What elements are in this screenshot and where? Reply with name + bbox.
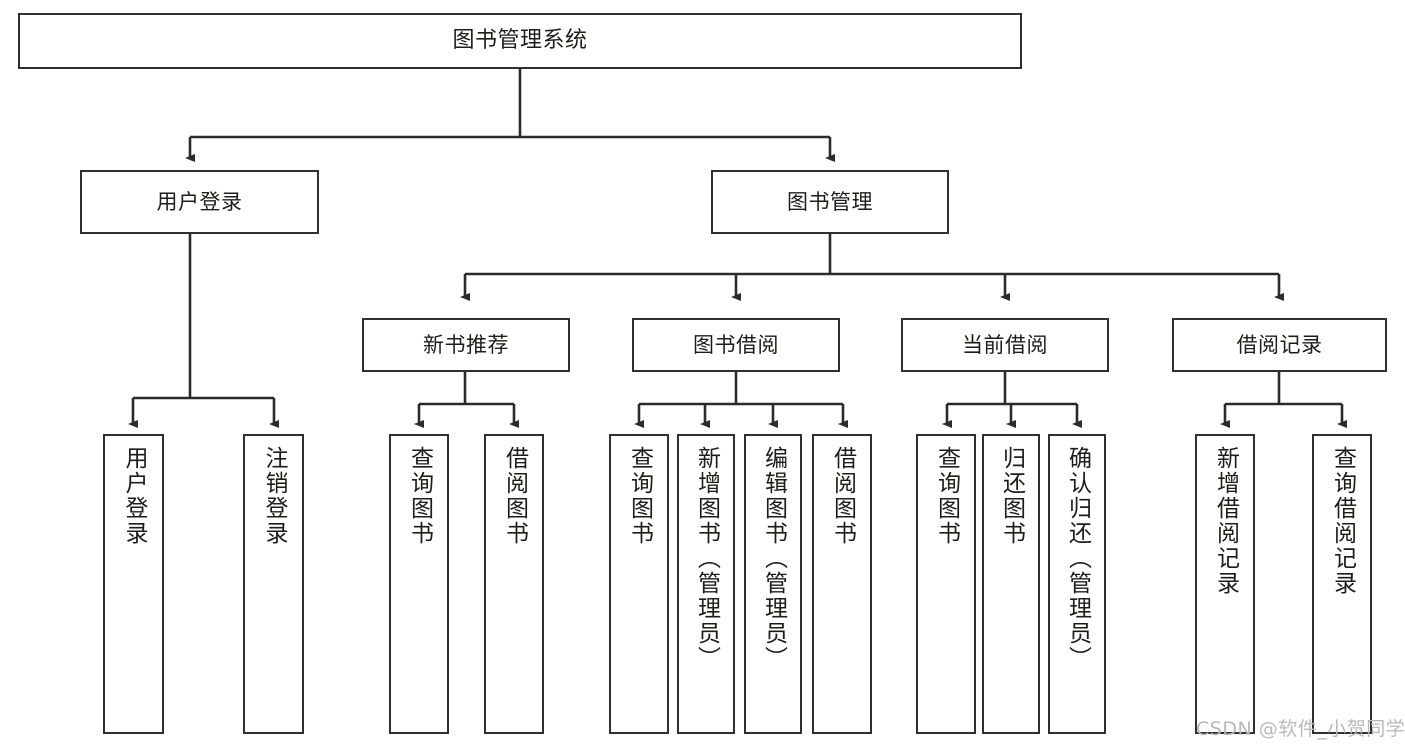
- node-label: 新增借阅记录: [1212, 446, 1239, 596]
- leaf-add-book-admin[interactable]: 新增图书（管理员）: [677, 434, 735, 734]
- leaf-query-book-recommend[interactable]: 查询图书: [389, 434, 449, 734]
- node-label: 当前借阅: [962, 332, 1048, 357]
- node-borrow-record[interactable]: 借阅记录: [1172, 318, 1387, 372]
- node-book-borrow[interactable]: 图书借阅: [632, 318, 840, 372]
- node-label: 用户登录: [121, 446, 147, 546]
- leaf-query-book-borrow[interactable]: 查询图书: [609, 434, 669, 734]
- node-label: 图书管理: [787, 189, 873, 214]
- leaf-return-book[interactable]: 归还图书: [982, 434, 1040, 734]
- node-label: 新增图书（管理员）: [693, 446, 720, 671]
- csdn-watermark: CSDN @软件_小贺同学: [1196, 718, 1405, 740]
- leaf-logout[interactable]: 注销登录: [243, 434, 304, 734]
- node-label: 归还图书: [998, 446, 1025, 546]
- node-new-book-recommend[interactable]: 新书推荐: [362, 318, 570, 372]
- node-label: 查询图书: [626, 446, 653, 546]
- leaf-add-borrow-record[interactable]: 新增借阅记录: [1195, 434, 1255, 734]
- node-label: 新书推荐: [423, 332, 509, 357]
- node-label: 图书管理系统: [452, 28, 588, 54]
- node-user-login[interactable]: 用户登录: [80, 170, 319, 234]
- leaf-query-book-current[interactable]: 查询图书: [916, 434, 976, 734]
- node-label: 注销登录: [261, 446, 287, 546]
- node-label: 借阅图书: [829, 446, 856, 546]
- leaf-borrow-book-recommend[interactable]: 借阅图书: [484, 434, 544, 734]
- node-current-borrow[interactable]: 当前借阅: [901, 318, 1109, 372]
- leaf-query-borrow-record[interactable]: 查询借阅记录: [1312, 434, 1372, 734]
- node-root-book-management-system[interactable]: 图书管理系统: [18, 13, 1022, 69]
- node-label: 查询图书: [933, 446, 960, 546]
- node-label: 查询借阅记录: [1329, 446, 1356, 596]
- node-book-management[interactable]: 图书管理: [711, 170, 949, 234]
- leaf-user-login[interactable]: 用户登录: [103, 434, 164, 734]
- leaf-edit-book-admin[interactable]: 编辑图书（管理员）: [744, 434, 802, 734]
- node-label: 借阅图书: [501, 446, 528, 546]
- node-label: 用户登录: [156, 189, 243, 214]
- leaf-confirm-return-admin[interactable]: 确认归还（管理员）: [1048, 434, 1106, 734]
- node-label: 借阅记录: [1236, 332, 1323, 357]
- node-label: 查询图书: [406, 446, 433, 546]
- leaf-borrow-book[interactable]: 借阅图书: [812, 434, 872, 734]
- node-label: 确认归还（管理员）: [1064, 446, 1091, 671]
- node-label: 编辑图书（管理员）: [760, 446, 787, 671]
- node-label: 图书借阅: [693, 332, 779, 357]
